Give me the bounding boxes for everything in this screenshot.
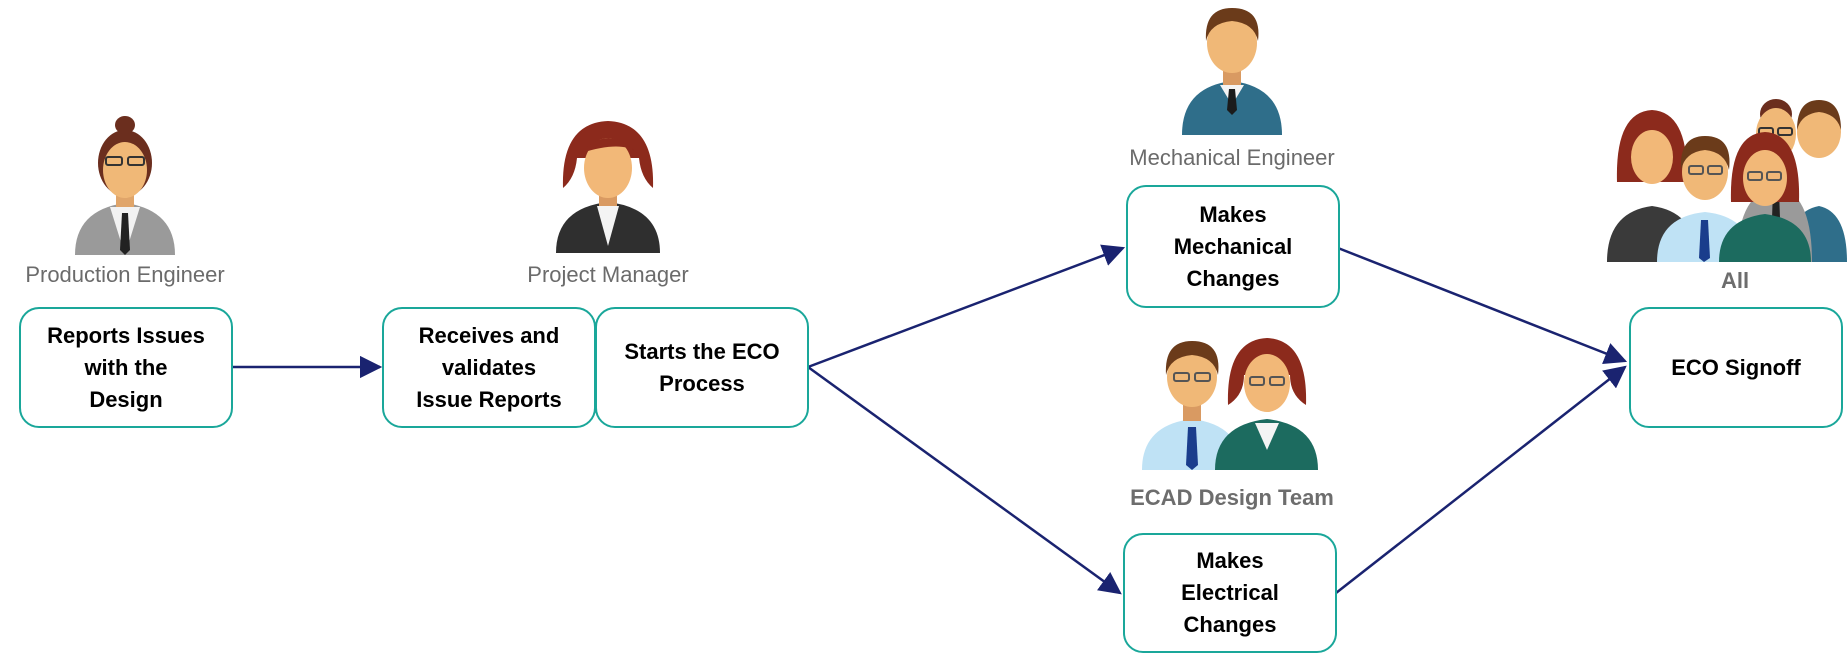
all-team-icon (1607, 99, 1847, 262)
role-project-manager: Project Manager (527, 262, 689, 287)
project-manager-icon (556, 121, 660, 253)
female-engineer-icon (75, 116, 175, 255)
step-reports-issues: Reports Issues with the Design (19, 307, 233, 428)
step-receives-validates: Receives and validates Issue Reports (382, 307, 596, 428)
step-eco-signoff: ECO Signoff (1629, 307, 1843, 428)
arrow-eco-to-elec (807, 365, 1122, 595)
step-starts-eco: Starts the ECO Process (595, 307, 809, 428)
arrow-elec-to-signoff (1335, 365, 1627, 594)
role-production-engineer: Production Engineer (25, 262, 225, 287)
role-mechanical-engineer: Mechanical Engineer (1129, 145, 1335, 170)
mechanical-engineer-icon (1182, 8, 1282, 135)
arrow-eco-to-mech (807, 244, 1126, 369)
step-mechanical-changes: Makes Mechanical Changes (1126, 185, 1340, 308)
arrow-mech-to-signoff (1337, 246, 1628, 365)
role-all: All (1720, 268, 1750, 293)
role-ecad-design-team: ECAD Design Team (1130, 485, 1334, 510)
step-electrical-changes: Makes Electrical Changes (1123, 533, 1337, 653)
ecad-team-icon (1142, 338, 1318, 470)
